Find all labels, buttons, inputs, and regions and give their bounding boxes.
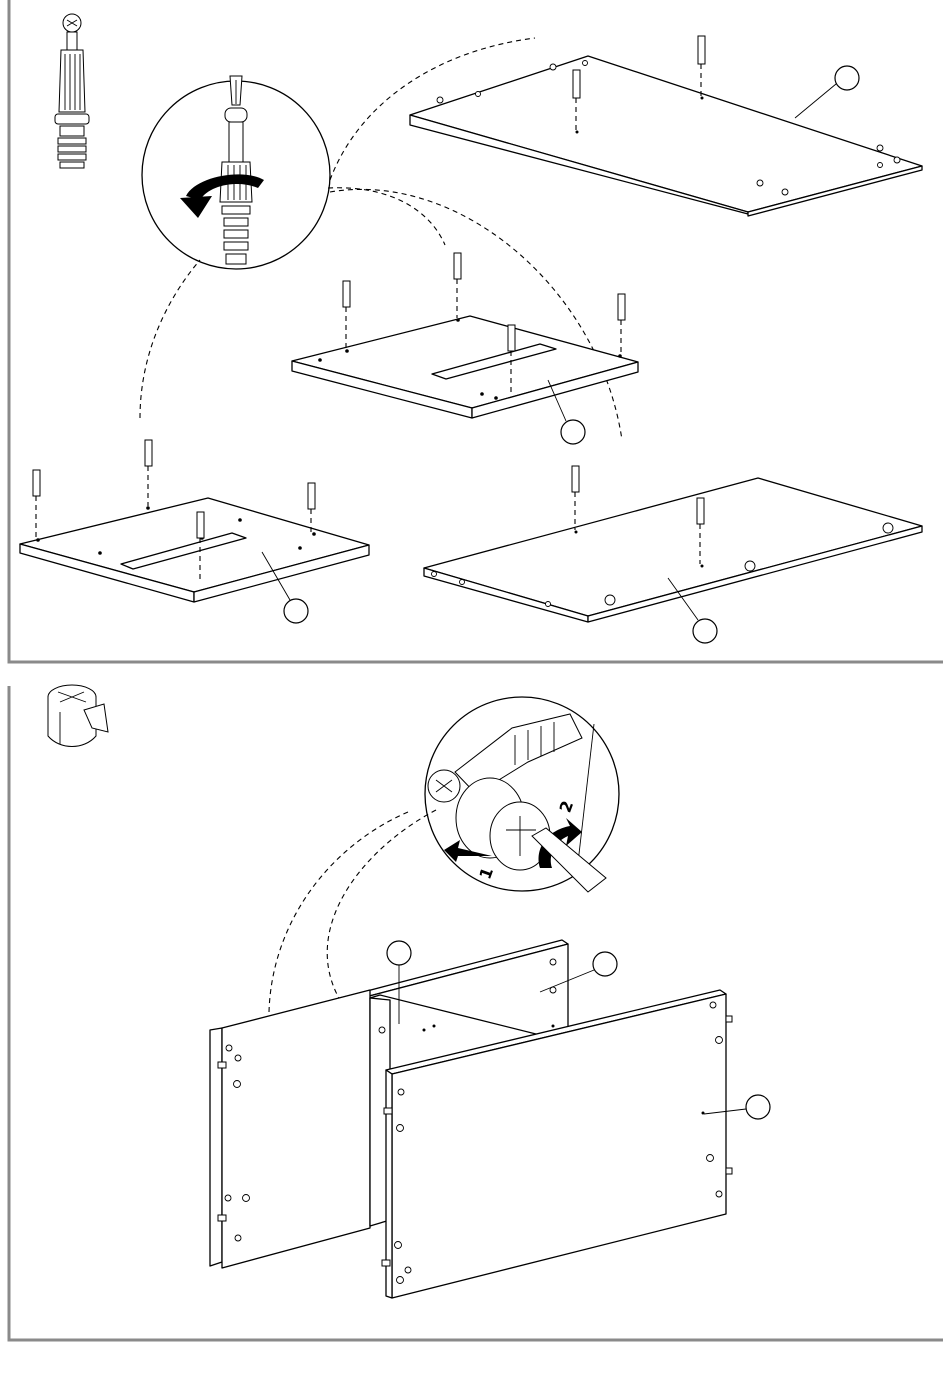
cam-dowel-pin <box>145 440 152 506</box>
step-2-section: 1 2 <box>9 685 943 1340</box>
cam-dowel-pin <box>308 483 315 532</box>
cam-dowel-pin <box>698 36 705 96</box>
cam-dowel-pin <box>454 253 461 318</box>
lower-left-panel <box>20 498 369 602</box>
cam-lock-detail-callout: 1 2 <box>425 697 619 892</box>
cam-dowel-pin <box>572 466 579 530</box>
cam-lock-icon <box>48 685 108 747</box>
cam-dowel-pin <box>618 294 625 354</box>
callout-circle <box>795 66 859 118</box>
cam-dowel-icon <box>55 14 89 168</box>
step-1-section <box>9 0 943 662</box>
dowel-detail-callout <box>142 76 330 269</box>
middle-panel <box>292 316 638 418</box>
step-label-2: 2 <box>555 798 577 815</box>
left-side-panel <box>210 990 370 1268</box>
lower-right-panel <box>424 478 922 622</box>
cam-dowel-pin <box>33 470 40 538</box>
step-label-1: 1 <box>475 865 497 882</box>
cam-dowel-pin <box>343 281 350 348</box>
